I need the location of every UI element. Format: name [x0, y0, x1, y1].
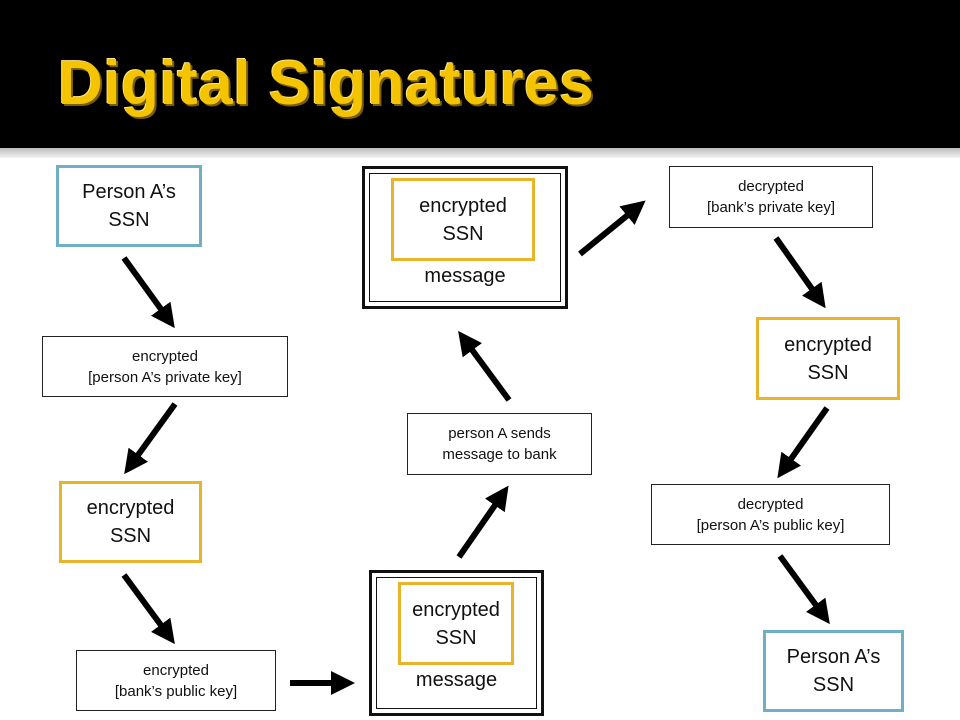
arrow-decrypt-bank-private-to-encrypted-ssn: [773, 236, 826, 309]
person-a-ssn-start-box: Person A’s SSN: [56, 165, 202, 247]
arrow-encrypted-ssn-to-encrypt-bank-public: [121, 573, 175, 645]
message-top-encrypted-ssn: encrypted SSN: [391, 178, 535, 261]
message-bottom: encrypted SSN message: [369, 570, 544, 716]
decrypt-bank-private-key-step: decrypted [bank’s private key]: [669, 166, 873, 228]
message-bottom-encrypted-ssn: encrypted SSN: [398, 582, 514, 665]
title-bar: [0, 0, 960, 148]
arrow-person-sends-to-message-top: [458, 330, 512, 402]
message-top-frame: [369, 173, 561, 302]
arrow-ssn-to-encrypt-private: [121, 256, 175, 329]
encrypt-private-key-step: encrypted [person A’s private key]: [42, 336, 288, 397]
message-bottom-frame: [376, 577, 537, 709]
person-a-ssn-end-box: Person A’s SSN: [763, 630, 904, 712]
decrypt-person-public-key-step: decrypted [person A’s public key]: [651, 484, 890, 545]
message-bottom-label: message: [415, 669, 498, 691]
arrow-encrypt-private-to-encrypted-ssn: [124, 402, 178, 475]
slide-title: Digital Signatures: [58, 49, 595, 118]
message-top-label: message: [424, 265, 506, 287]
title-divider: [0, 148, 960, 158]
arrow-encrypted-ssn-to-decrypt-person-public: [777, 406, 830, 479]
arrow-decrypt-person-public-to-ssn: [777, 554, 830, 625]
encrypted-ssn-box-1: encrypted SSN: [59, 481, 202, 563]
encrypt-bank-public-key-step: encrypted [bank’s public key]: [76, 650, 276, 711]
arrow-message-to-person-sends: [456, 485, 509, 559]
arrow-message-top-to-decrypt-bank-private: [578, 200, 646, 257]
person-sends-message-step: person A sends message to bank: [407, 413, 592, 475]
message-top: encrypted SSN message: [362, 166, 568, 309]
encrypted-ssn-box-2: encrypted SSN: [756, 317, 900, 400]
